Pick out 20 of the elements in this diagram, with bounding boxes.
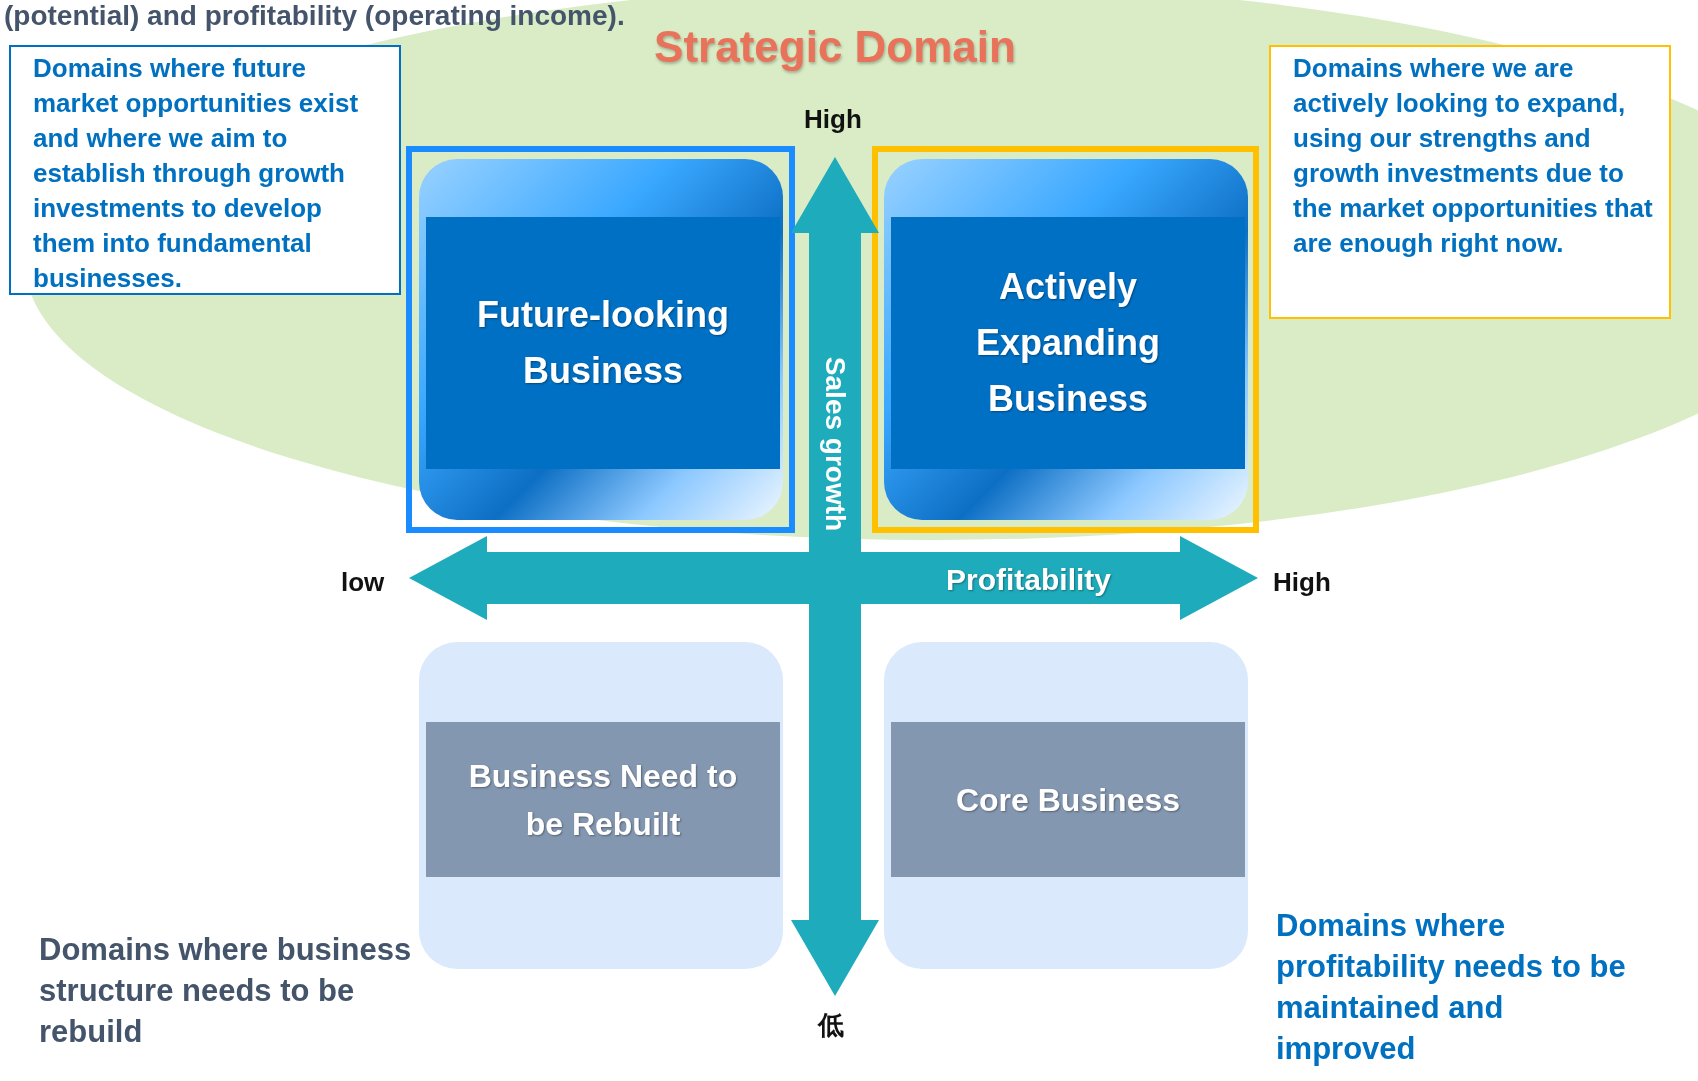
axis-title: Profitability	[946, 563, 1111, 597]
axis-title: Sales growth	[819, 356, 851, 532]
axis-end-label: low	[341, 567, 385, 598]
quadrant-box	[884, 642, 1248, 969]
callout-text: Domains where future market opportunities exist and where we aim to establish through growth investments to develop them into fundamental businesses.	[33, 52, 360, 295]
quadrant-box	[419, 642, 783, 969]
quadrant-title: Core Business	[955, 780, 1181, 820]
diagram-title: Strategic Domain	[653, 22, 1017, 72]
quadrant-title: Actively Expanding Business	[975, 265, 1161, 421]
quadrant-title: Future-looking Business	[476, 293, 730, 393]
callout-box	[9, 45, 401, 295]
callout-box	[1269, 45, 1671, 319]
axis-end-label: 低	[818, 1009, 844, 1042]
note-text: Domains where profitability needs to be maintained and improved	[1276, 907, 1627, 1068]
callout-text: Domains where we are actively looking to expand, using our strengths and growth investments due to the market opportunities that are enough right now.	[1293, 52, 1654, 260]
quadrant-title: Business Need to be Rebuilt	[467, 756, 739, 844]
axis-end-label: High	[1273, 567, 1331, 598]
note-text: Domains where business structure needs to be rebuild	[39, 931, 413, 1051]
axis-end-label: High	[804, 104, 862, 135]
heading-text: (potential) and profitability (operating income).	[4, 0, 625, 32]
